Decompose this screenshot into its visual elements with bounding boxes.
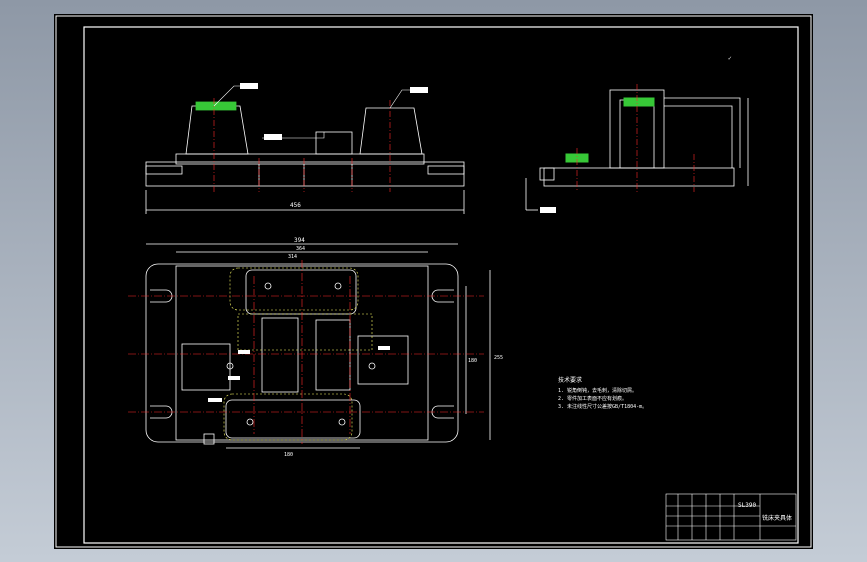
plan-pad-bottom bbox=[225, 399, 361, 439]
bolt-hole-4 bbox=[338, 418, 346, 426]
note-1: 1. 锐角倒钝，去毛刺，清除切屑。 bbox=[558, 387, 637, 394]
side-arm bbox=[664, 97, 741, 168]
front-centerlines bbox=[213, 98, 391, 192]
drawing-number: SL390 bbox=[738, 502, 756, 509]
plan-tag-1 bbox=[238, 350, 250, 354]
front-locator bbox=[315, 131, 353, 155]
side-base-lug bbox=[539, 167, 555, 181]
plan-marker bbox=[203, 433, 215, 445]
bolt-hole-6 bbox=[368, 362, 376, 370]
notes-heading: 技术要求 bbox=[558, 376, 582, 384]
plan-rib-left bbox=[261, 317, 299, 393]
front-support-left bbox=[185, 105, 249, 155]
front-base-lug-left bbox=[145, 165, 183, 175]
bolt-hole-2 bbox=[334, 282, 342, 290]
front-support-right bbox=[359, 107, 423, 155]
plan-rib-right bbox=[315, 319, 351, 391]
bolt-hole-5 bbox=[226, 362, 234, 370]
part-name: 铣床夹具体 bbox=[762, 514, 792, 522]
front-hatch-left bbox=[195, 101, 237, 111]
plan-pad-top bbox=[245, 269, 357, 315]
title-block-frame bbox=[665, 493, 797, 541]
front-base-lug-right bbox=[427, 165, 465, 175]
side-base bbox=[543, 167, 735, 187]
title-block[interactable] bbox=[665, 493, 797, 541]
technical-notes: 技术要求 1. 锐角倒钝，去毛刺，清除切屑。 2. 零件加工表面不应有划痕。 3… bbox=[558, 376, 647, 410]
plan-dim-inner-text: 364 bbox=[296, 246, 305, 252]
plan-block-right bbox=[357, 335, 409, 385]
bolt-hole-1 bbox=[264, 282, 272, 290]
side-view[interactable] bbox=[525, 89, 749, 211]
drawing-border bbox=[83, 26, 799, 544]
side-centerlines bbox=[576, 84, 695, 192]
plan-hidden-lines bbox=[223, 267, 373, 441]
roughness-mark: ✓ bbox=[728, 55, 732, 62]
front-leaders bbox=[213, 85, 420, 139]
front-dim-text: 456 bbox=[290, 202, 301, 209]
plan-tag-4 bbox=[208, 398, 222, 402]
front-plate bbox=[175, 153, 425, 165]
front-view[interactable] bbox=[145, 101, 465, 214]
cad-viewport[interactable]: 456 ✓ bbox=[54, 14, 813, 549]
outer-frame bbox=[55, 15, 812, 548]
side-hatch-top bbox=[623, 97, 655, 107]
drawing-canvas[interactable]: 456 ✓ bbox=[54, 14, 813, 549]
front-base bbox=[145, 161, 465, 187]
plan-tag-3 bbox=[378, 346, 390, 350]
front-balloon-2 bbox=[410, 87, 428, 93]
plan-view[interactable] bbox=[145, 243, 491, 449]
note-2: 2. 零件加工表面不应有划痕。 bbox=[558, 395, 627, 402]
plan-dim-top-text: 394 bbox=[294, 237, 305, 244]
bolt-hole-3 bbox=[246, 418, 254, 426]
plan-dim-right-inner-text: 180 bbox=[468, 358, 477, 364]
side-arm-inner bbox=[664, 105, 733, 168]
plan-dim-right-text: 255 bbox=[494, 355, 503, 361]
front-balloon-3 bbox=[264, 134, 282, 140]
plan-centerlines bbox=[128, 260, 484, 444]
plan-dim-inner2-text: 314 bbox=[288, 254, 297, 260]
plan-dim-bottom-text: 180 bbox=[284, 452, 293, 458]
note-3: 3. 未注线性尺寸公差按GB/T1804-m。 bbox=[558, 403, 647, 410]
plan-block-left bbox=[181, 343, 231, 391]
side-balloon bbox=[540, 207, 556, 213]
plan-tag-2 bbox=[228, 376, 240, 380]
front-balloon-1 bbox=[240, 83, 258, 89]
